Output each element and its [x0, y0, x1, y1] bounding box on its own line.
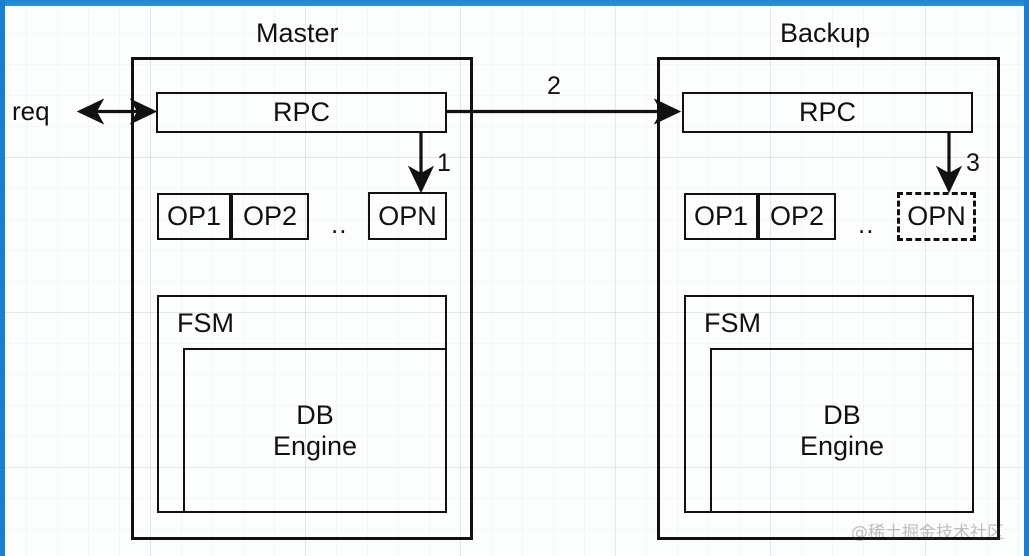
master-opn-label: OPN: [378, 200, 437, 231]
backup-title: Backup: [780, 18, 871, 48]
window-chrome-right: [1024, 0, 1029, 556]
backup-opn-label: OPN: [907, 201, 966, 232]
backup-rpc-label: RPC: [798, 97, 856, 128]
backup-op2-box[interactable]: [758, 193, 836, 240]
master-ops-ellipsis: ..: [331, 209, 348, 239]
master-rpc-label: RPC: [272, 97, 330, 128]
master-fsm-label: FSM: [177, 308, 234, 338]
master-op1-box[interactable]: [157, 193, 231, 240]
master-container[interactable]: [131, 57, 473, 540]
graph-paper-grid: [5, 6, 1024, 556]
backup-rpc-box[interactable]: [682, 92, 973, 133]
master-op2-box[interactable]: [231, 193, 309, 240]
backup-opn-box[interactable]: [897, 192, 976, 241]
site-watermark: @稀土掘金技术社区: [851, 523, 1004, 543]
backup-db-engine-line1: DB: [823, 400, 861, 431]
window-chrome-left: [0, 0, 5, 556]
backup-ops-ellipsis: ..: [858, 209, 875, 239]
master-db-engine-line2: Engine: [272, 430, 358, 461]
master-db-engine-box[interactable]: [183, 348, 447, 513]
backup-db-engine-label: DB Engine: [710, 348, 974, 513]
backup-db-engine-box[interactable]: [710, 348, 974, 513]
master-title: Master: [256, 18, 339, 48]
backup-op1-label: OP1: [693, 201, 749, 232]
window-chrome-top: [0, 0, 1029, 6]
master-rpc-box[interactable]: [156, 92, 447, 133]
backup-op2-label: OP2: [769, 201, 825, 232]
master-db-engine-line1: DB: [296, 400, 334, 431]
backup-db-engine-line2: Engine: [799, 430, 885, 461]
step3-label: 3: [966, 149, 980, 177]
step2-label: 2: [547, 72, 561, 100]
backup-container[interactable]: [657, 57, 1000, 540]
backup-fsm-label: FSM: [704, 308, 761, 338]
master-db-engine-label: DB Engine: [183, 348, 447, 513]
master-op2-label: OP2: [242, 201, 298, 232]
req-label: req: [12, 96, 50, 126]
backup-op1-box[interactable]: [684, 193, 758, 240]
master-op1-label: OP1: [166, 201, 222, 232]
step1-label: 1: [437, 149, 451, 177]
master-opn-box[interactable]: [368, 192, 447, 240]
